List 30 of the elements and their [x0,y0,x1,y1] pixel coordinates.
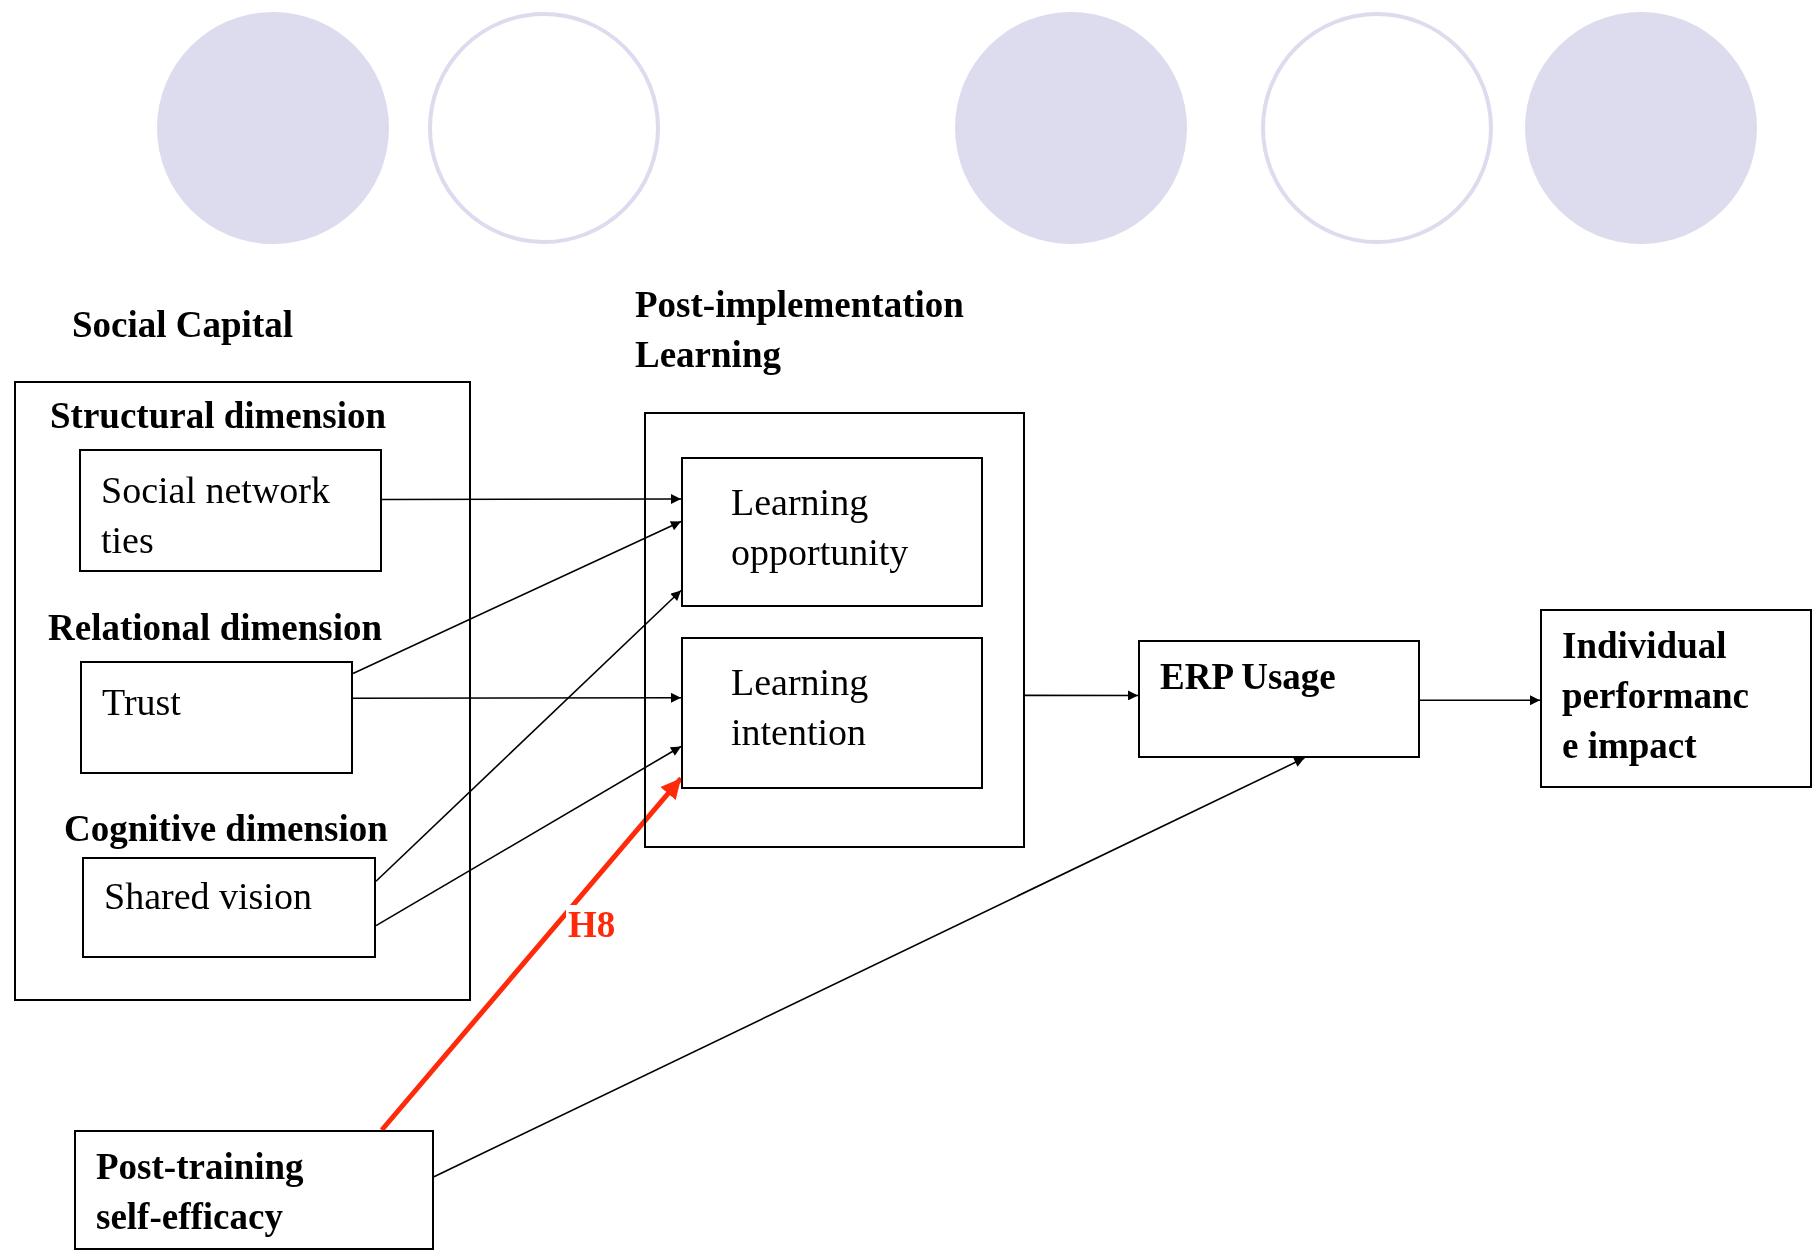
box-label: Learning intention [731,660,870,755]
box-label: Post-training self-efficacy [96,1145,305,1239]
arrow [433,757,1306,1178]
group-heading: Post-implementation Learning [635,283,965,377]
dimension-heading: Relational dimension [48,606,384,650]
concept-box [681,637,983,789]
arrow [1024,690,1139,701]
box-label: ERP Usage [1160,655,1337,699]
box-label: Trust [102,680,182,725]
arrow [375,589,682,883]
concept-box [80,661,353,774]
arrow [352,692,682,703]
dimension-heading: Structural dimension [50,394,388,438]
concept-box [681,457,983,607]
arrow [379,776,683,1132]
concept-box [82,857,376,958]
arrow [381,494,682,504]
arrow [1419,695,1541,706]
box-label: Shared vision [104,874,313,919]
concept-box [1138,640,1420,758]
box-label: Learning opportunity [731,480,910,575]
concept-box [74,1130,434,1250]
dimension-heading: Cognitive dimension [64,807,389,851]
concept-box [79,449,382,572]
box-label: Individual performanc e impact [1562,624,1750,768]
concept-box [1540,609,1812,788]
arrow [352,520,682,675]
box-label: Social network ties [101,468,331,563]
group-heading: Social Capital [72,303,294,347]
arrow [375,745,682,927]
